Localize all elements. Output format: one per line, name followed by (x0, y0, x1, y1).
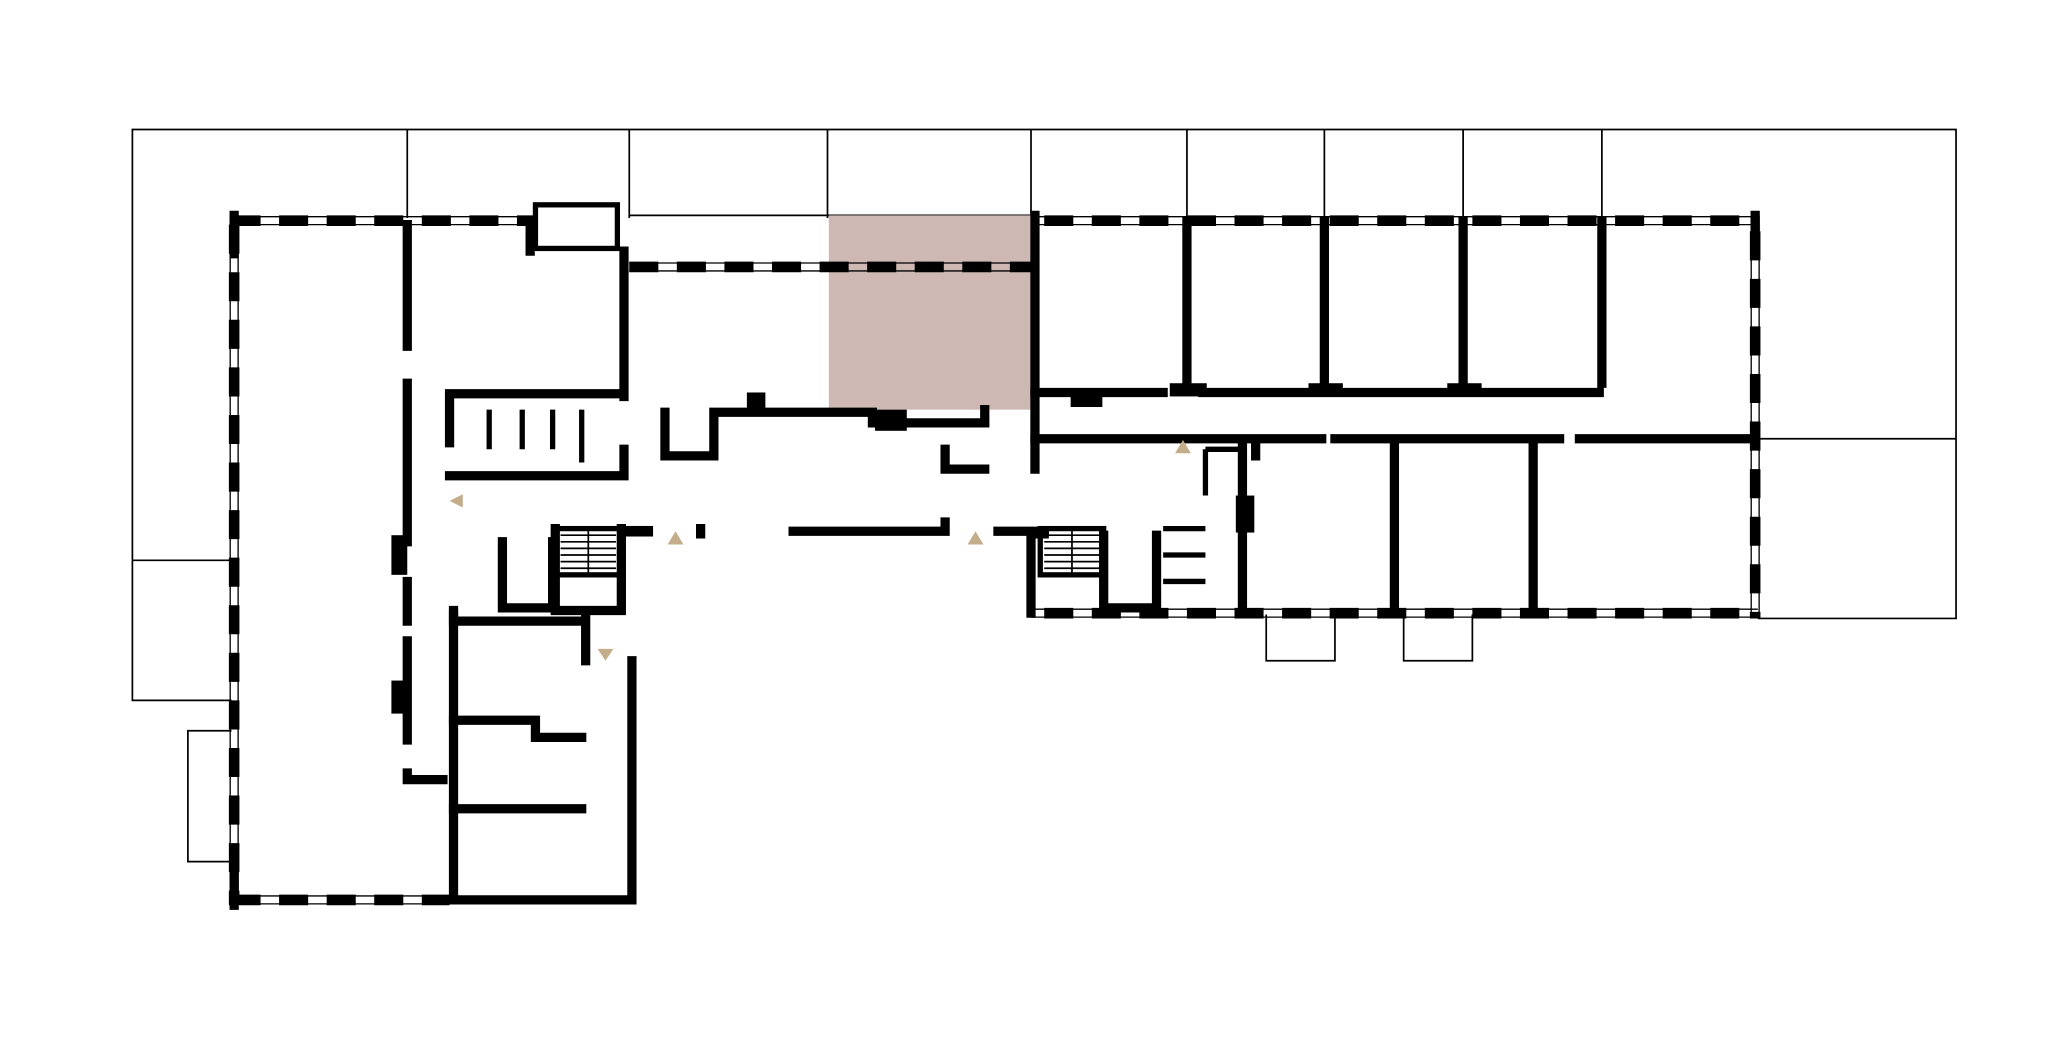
interior-walls (402, 216, 1760, 905)
entrance-markers (449, 440, 1191, 661)
terrace-outlines (131, 128, 1957, 863)
exterior-walls (228, 210, 1761, 910)
entrance-arrow-icon (597, 648, 614, 661)
entrance-arrow-icon (1175, 440, 1191, 454)
entrance-arrow-icon (667, 531, 684, 545)
entrance-arrow-icon (449, 494, 463, 508)
wall-blocks (391, 383, 1482, 714)
stairs (552, 525, 1107, 578)
entrance-arrow-icon (967, 531, 984, 545)
highlighted-unit[interactable] (828, 215, 1031, 410)
